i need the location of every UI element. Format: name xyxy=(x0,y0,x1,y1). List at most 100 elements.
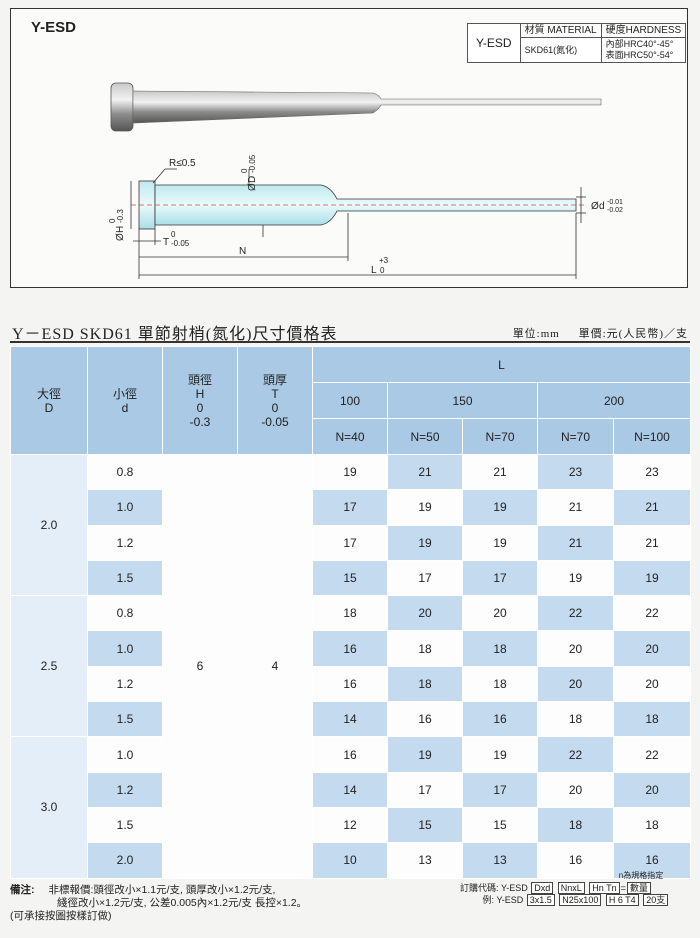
cell-price: 18 xyxy=(387,665,463,703)
table-row: 1.5 12 15 15 18 18 xyxy=(11,806,692,844)
cell-price: 15 xyxy=(462,806,538,844)
cell-price: 19 xyxy=(462,736,538,773)
hardness-values: 內部HRC40°-45° 表面HRC50°-54° xyxy=(600,37,687,63)
cell-price: 19 xyxy=(462,524,538,561)
cell-price: 20 xyxy=(537,665,614,703)
cell-d: 1.2 xyxy=(87,771,163,808)
tip-dia-tol-top: -0.01 xyxy=(607,199,623,206)
unit-info: 單位:mm 單價:元(人民幣)／支 xyxy=(513,325,688,341)
table-row: 1.2 17 19 19 21 21 xyxy=(11,524,692,561)
header-length-100: 100 xyxy=(312,382,388,419)
cell-price: 21 xyxy=(537,524,614,561)
notes-line-2: 綫徑改小×1.2元/支, 公差0.005內×1.2元/支 長控×1.2。 xyxy=(57,897,308,909)
notes: 備注:非標報價:頭徑改小×1.1元/支, 頭厚改小×1.2元/支, 綫徑改小×1… xyxy=(10,884,307,923)
cell-price: 16 xyxy=(612,842,692,879)
tip-dia-tol-bottom: -0.02 xyxy=(607,207,623,214)
l-tol-bottom: 0 xyxy=(380,266,385,275)
cell-price: 17 xyxy=(462,771,538,808)
cell-price: 14 xyxy=(312,771,388,808)
cell-price: 17 xyxy=(387,771,463,808)
cell-d: 1.5 xyxy=(87,806,163,844)
cell-price: 16 xyxy=(312,736,388,773)
cell-price: 20 xyxy=(612,665,692,703)
cell-price: 20 xyxy=(612,630,692,667)
price-unit-label: 單價:元(人民幣)／支 xyxy=(578,328,688,340)
cell-price: 23 xyxy=(537,453,614,491)
order-example-row: 例: Y-ESD 3x1.5 N25x100 H 6 T4 20支 xyxy=(460,894,669,906)
table-row: 1.5 15 17 17 19 19 xyxy=(11,559,692,597)
thickness-tol-bottom: -0.05 xyxy=(171,239,190,248)
body-dia-tol-top: 0 xyxy=(240,168,249,173)
cell-d: 0.8 xyxy=(87,595,163,632)
cell-price: 19 xyxy=(462,489,538,526)
order-code-row: 訂購代碼: Y-ESD Dxd NnxL Hn Tn=數量 xyxy=(460,882,669,894)
table-row: 2.5 0.8 18 20 20 22 22 xyxy=(10,595,692,738)
unit-label: 單位:mm xyxy=(512,328,560,340)
head-dia-label: H xyxy=(115,226,126,233)
cell-price: 21 xyxy=(462,453,538,491)
cell-price: 18 xyxy=(612,701,692,738)
cell-price: 19 xyxy=(387,524,463,561)
cell-price: 16 xyxy=(537,842,614,879)
cell-T: 4 xyxy=(237,454,313,879)
table-row: 3.0 1.0 16 19 19 22 22 xyxy=(10,736,692,879)
drawing-panel: Y-ESD Y-ESD 材質 MATERIAL 硬度HARDNESS SKD61… xyxy=(10,8,688,288)
cell-d: 1.5 xyxy=(87,701,163,738)
header-L: L xyxy=(311,346,692,383)
tip-dia-symbol: Ø xyxy=(591,201,599,212)
tip-dia-label: d xyxy=(599,201,605,212)
pin-photo xyxy=(110,82,602,132)
l-label: L xyxy=(371,265,377,276)
head-dia-symbol: Ø xyxy=(115,233,126,241)
cell-price: 15 xyxy=(387,806,463,844)
n-label: N xyxy=(239,246,246,257)
body-dia-symbol: Ø xyxy=(247,183,258,191)
cell-price: 16 xyxy=(462,701,538,738)
cell-price: 20 xyxy=(612,771,692,808)
cell-d: 1.0 xyxy=(87,489,163,526)
l-tol-top: +3 xyxy=(379,256,389,265)
cell-price: 19 xyxy=(312,453,388,491)
cell-price: 22 xyxy=(612,595,692,632)
table-row: 1.0 16 18 18 20 20 xyxy=(11,630,692,667)
cell-price: 16 xyxy=(387,701,463,738)
order-n-note: n為規格指定 xyxy=(618,871,664,880)
header-length-200: 200 xyxy=(536,382,692,419)
cell-price: 17 xyxy=(312,524,388,561)
cell-price: 18 xyxy=(612,806,692,844)
notes-label: 備注: xyxy=(10,884,35,896)
cell-price: 20 xyxy=(462,595,538,632)
cell-price: 18 xyxy=(387,630,463,667)
cell-price: 12 xyxy=(312,806,388,844)
cell-price: 20 xyxy=(387,595,463,632)
table-row: 1.5 14 16 16 18 18 xyxy=(11,701,692,738)
header-length-150: 150 xyxy=(387,382,538,419)
cell-price: 17 xyxy=(387,559,463,597)
cell-price: 16 xyxy=(312,630,388,667)
cell-d: 1.0 xyxy=(87,630,163,667)
cell-price: 17 xyxy=(462,559,538,597)
cell-price: 18 xyxy=(462,630,538,667)
cell-price: 22 xyxy=(537,736,614,773)
cell-price: 18 xyxy=(312,595,388,632)
table-row: 1.2 14 17 17 20 20 xyxy=(11,771,692,808)
cell-price: 21 xyxy=(612,524,692,561)
cell-price: 16 xyxy=(312,665,388,703)
cell-d: 1.2 xyxy=(87,524,163,561)
material-value: SKD61(氮化) xyxy=(519,37,602,63)
cell-D: 2.5 xyxy=(10,595,88,738)
cell-price: 13 xyxy=(462,842,538,879)
table-row: 1.2 16 18 18 20 20 xyxy=(11,665,692,703)
header-n-5: N=100 xyxy=(612,418,692,455)
cell-price: 13 xyxy=(387,842,463,879)
cell-price: 21 xyxy=(537,489,614,526)
cell-price: 18 xyxy=(462,665,538,703)
cell-price: 18 xyxy=(537,701,614,738)
section-title: Y－ESD SKD61 單節射梢(氮化)尺寸價格表 xyxy=(12,326,338,343)
notes-line-3: (可承接按圖按樣訂做) xyxy=(10,910,112,922)
header-n-3: N=70 xyxy=(462,418,538,455)
